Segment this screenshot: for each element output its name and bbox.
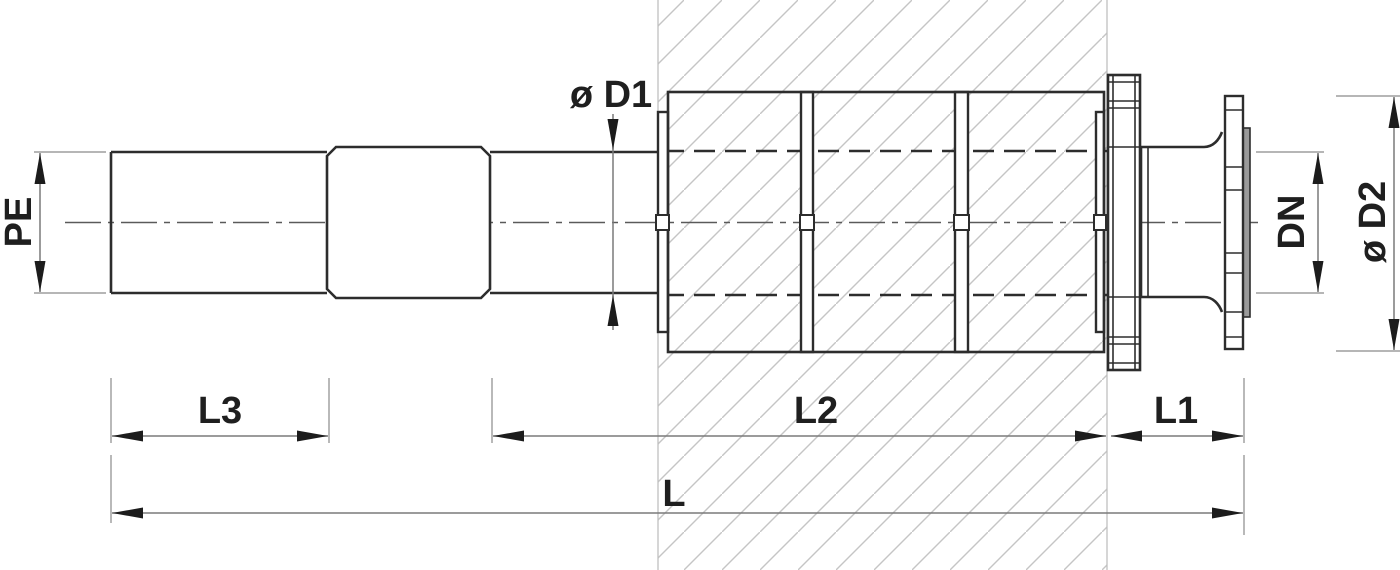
- dim-l2: L2: [491, 378, 1106, 443]
- pipe-left: [109, 150, 327, 295]
- arrowhead: [34, 261, 46, 292]
- dim-pe: PE: [0, 151, 106, 294]
- arrowhead: [112, 430, 143, 442]
- arrowhead: [1111, 430, 1142, 442]
- wall-section: [657, 0, 1108, 570]
- centerline-box: [953, 214, 970, 231]
- dim-label-l: L: [662, 473, 685, 515]
- hidden-lines: [663, 149, 1140, 297]
- dim-d2: ø D2: [1336, 95, 1400, 352]
- arrowhead: [493, 430, 524, 442]
- dim-l3: L3: [110, 378, 330, 443]
- dim-d1: ø D1: [570, 74, 652, 330]
- dim-label-l3: L3: [198, 390, 242, 432]
- arrowhead: [1388, 319, 1400, 350]
- dim-l1: L1: [1111, 378, 1245, 443]
- serrated-collar: [1106, 73, 1142, 372]
- dim-label-d1: ø D1: [570, 74, 652, 116]
- arrowhead: [607, 119, 619, 150]
- pipe-middle: [490, 150, 660, 295]
- centerline-box: [655, 214, 670, 231]
- arrowhead: [1312, 261, 1324, 292]
- liner-body: [655, 90, 1107, 354]
- arrowhead: [1388, 97, 1400, 128]
- arrowhead: [1212, 507, 1243, 519]
- arrowhead: [1312, 153, 1324, 184]
- centerline-box: [1093, 214, 1107, 231]
- dim-label-dn: DN: [1271, 195, 1313, 250]
- arrowhead: [1212, 430, 1243, 442]
- arrowhead: [1075, 430, 1106, 442]
- arrowhead: [607, 295, 619, 326]
- arrowhead: [34, 153, 46, 184]
- flange-neck: [1140, 131, 1224, 313]
- arrowhead: [112, 507, 143, 519]
- wall-hatch-area: [658, 0, 1107, 570]
- dim-label-d2: ø D2: [1352, 181, 1394, 263]
- dim-l: L: [110, 455, 1245, 535]
- centerline-box: [799, 214, 815, 231]
- arrowhead: [297, 430, 328, 442]
- flange-outline: [1223, 94, 1245, 351]
- flange: [1223, 94, 1251, 351]
- dim-label-l2: L2: [794, 390, 838, 432]
- dim-dn: DN: [1256, 151, 1324, 294]
- dim-label-pe: PE: [0, 197, 40, 248]
- dim-label-l1: L1: [1154, 390, 1198, 432]
- coupling-sleeve: [325, 145, 492, 300]
